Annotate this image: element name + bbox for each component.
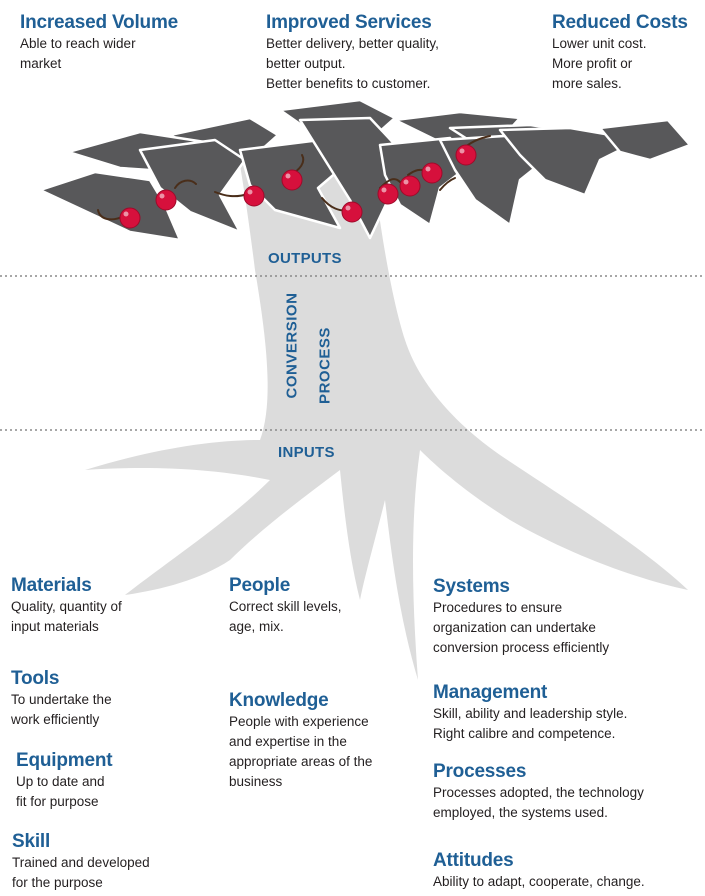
processes-heading: Processes <box>433 761 644 783</box>
knowledge-line: and expertise in the <box>229 732 372 752</box>
management-line: Skill, ability and leadership style. <box>433 704 627 724</box>
reduced-costs-line: More profit or <box>552 54 688 74</box>
reduced-costs-heading: Reduced Costs <box>552 12 688 34</box>
cherry <box>156 190 176 210</box>
cherry <box>342 202 362 222</box>
attitudes-heading: Attitudes <box>433 850 645 872</box>
equipment-line: Up to date and <box>16 772 112 792</box>
reduced-costs-line: Lower unit cost. <box>552 34 688 54</box>
equipment-heading: Equipment <box>16 750 112 772</box>
cherry <box>456 145 476 165</box>
increased-volume-line: Able to reach wider <box>20 34 178 54</box>
materials-block: Materials Quality, quantity of input mat… <box>11 575 122 637</box>
cherry <box>378 184 398 204</box>
systems-block: Systems Procedures to ensure organizatio… <box>433 576 609 658</box>
improved-services-block: Improved Services Better delivery, bette… <box>266 12 439 94</box>
knowledge-heading: Knowledge <box>229 690 372 712</box>
cherry <box>400 176 420 196</box>
tools-block: Tools To undertake the work efficiently <box>11 668 112 730</box>
management-line: Right calibre and competence. <box>433 724 627 744</box>
knowledge-line: People with experience <box>229 712 372 732</box>
attitudes-line: Ability to adapt, cooperate, change. <box>433 872 645 892</box>
cherry <box>244 186 264 206</box>
improved-services-line: Better benefits to customer. <box>266 74 439 94</box>
people-line: age, mix. <box>229 617 342 637</box>
processes-block: Processes Processes adopted, the technol… <box>433 761 644 823</box>
people-line: Correct skill levels, <box>229 597 342 617</box>
knowledge-line: business <box>229 772 372 792</box>
improved-services-line: better output. <box>266 54 439 74</box>
management-block: Management Skill, ability and leadership… <box>433 682 627 744</box>
materials-line: input materials <box>11 617 122 637</box>
skill-line: for the purpose <box>12 873 150 893</box>
reduced-costs-block: Reduced Costs Lower unit cost. More prof… <box>552 12 688 94</box>
materials-heading: Materials <box>11 575 122 597</box>
tools-line: work efficiently <box>11 710 112 730</box>
cherry <box>120 208 140 228</box>
attitudes-block: Attitudes Ability to adapt, cooperate, c… <box>433 850 645 892</box>
management-heading: Management <box>433 682 627 704</box>
knowledge-block: Knowledge People with experience and exp… <box>229 690 372 792</box>
increased-volume-line: market <box>20 54 178 74</box>
people-heading: People <box>229 575 342 597</box>
cherry <box>282 170 302 190</box>
cherry <box>422 163 442 183</box>
systems-heading: Systems <box>433 576 609 598</box>
systems-line: organization can undertake <box>433 618 609 638</box>
increased-volume-block: Increased Volume Able to reach wider mar… <box>20 12 178 74</box>
knowledge-line: appropriate areas of the <box>229 752 372 772</box>
tools-heading: Tools <box>11 668 112 690</box>
conversion-label: CONVERSION <box>284 291 301 401</box>
equipment-block: Equipment Up to date and fit for purpose <box>16 750 112 812</box>
systems-line: Procedures to ensure <box>433 598 609 618</box>
increased-volume-heading: Increased Volume <box>20 12 178 34</box>
processes-line: Processes adopted, the technology <box>433 783 644 803</box>
improved-services-heading: Improved Services <box>266 12 439 34</box>
skill-heading: Skill <box>12 831 150 853</box>
systems-line: conversion process efficiently <box>433 638 609 658</box>
equipment-line: fit for purpose <box>16 792 112 812</box>
tools-line: To undertake the <box>11 690 112 710</box>
materials-line: Quality, quantity of <box>11 597 122 617</box>
outputs-label: OUTPUTS <box>268 250 342 267</box>
skill-block: Skill Trained and developed for the purp… <box>12 831 150 893</box>
improved-services-line: Better delivery, better quality, <box>266 34 439 54</box>
processes-line: employed, the systems used. <box>433 803 644 823</box>
people-block: People Correct skill levels, age, mix. <box>229 575 342 637</box>
inputs-label: INPUTS <box>278 444 335 461</box>
reduced-costs-line: more sales. <box>552 74 688 94</box>
process-label: PROCESS <box>317 321 334 411</box>
skill-line: Trained and developed <box>12 853 150 873</box>
